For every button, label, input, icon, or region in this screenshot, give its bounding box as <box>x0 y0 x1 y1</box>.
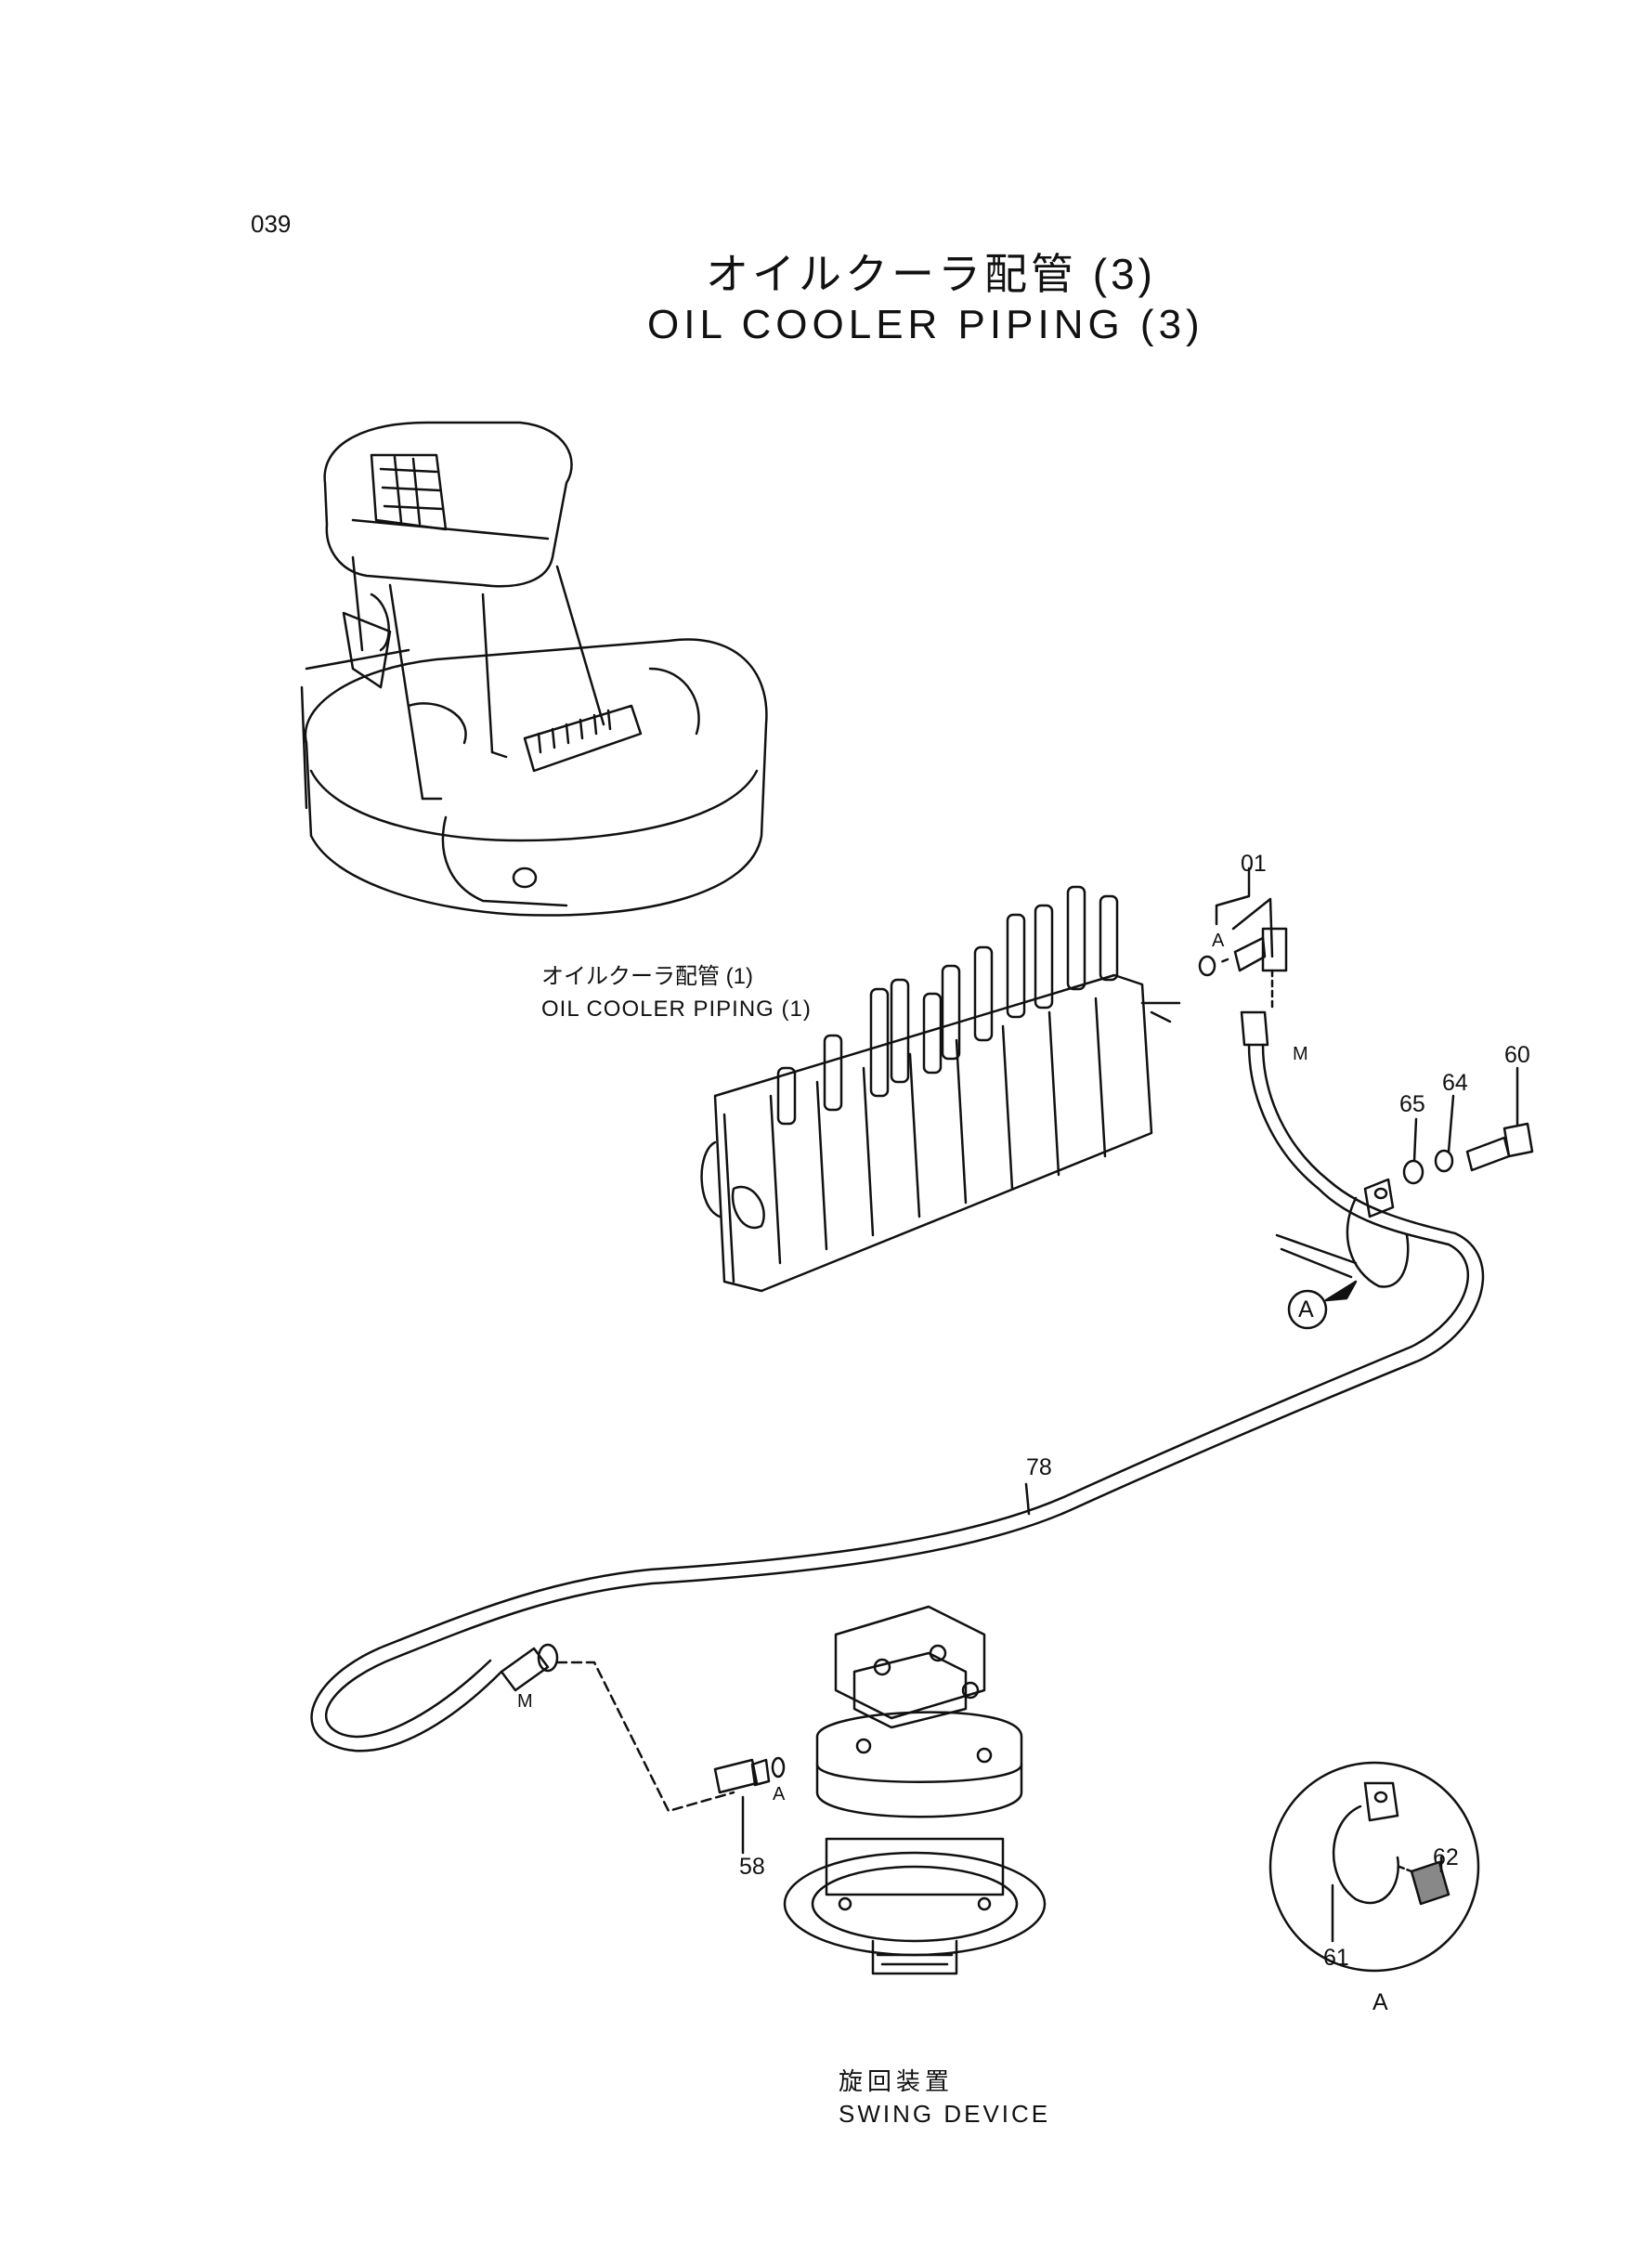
elbow-fitting-01-drawing <box>1198 897 1288 1047</box>
callout-part-78: 78 <box>1026 1454 1052 1480</box>
callout-part-65: 65 <box>1399 1091 1425 1117</box>
ref-oil-cooler-piping-1-en: OIL COOLER PIPING (1) <box>541 997 812 1022</box>
marker-m-bottom: M <box>517 1691 533 1712</box>
detail-view-label: A <box>1372 1989 1388 2015</box>
swing-device-label-ja: 旋回装置 <box>839 2067 955 2095</box>
swing-device-drawing <box>783 1605 1047 1975</box>
marker-m-top: M <box>1293 1044 1308 1064</box>
callout-part-58: 58 <box>739 1854 765 1880</box>
detail-view-a-drawing <box>1268 1761 1480 1973</box>
swing-device-label-en: SWING DEVICE <box>839 2100 1051 2128</box>
page-number: 039 <box>251 210 292 238</box>
view-label-a-bottom: A <box>773 1784 786 1804</box>
callout-part-01: 01 <box>1241 851 1267 877</box>
detail-marker-circle <box>1287 1280 1358 1330</box>
hose-78-drawing <box>310 1043 1485 1752</box>
ref-oil-cooler-piping-1-ja: オイルクーラ配管 (1) <box>541 964 753 989</box>
control-valve-assembly-drawing <box>700 885 1181 1293</box>
detail-marker-circle-label: A <box>1298 1296 1314 1322</box>
page-title-japanese: オイルクーラ配管 (3) <box>706 250 1156 298</box>
excavator-upper-structure-drawing <box>300 421 768 917</box>
callout-part-64: 64 <box>1442 1070 1468 1096</box>
adapter-58-drawing <box>500 1643 786 1855</box>
page-title-english: OIL COOLER PIPING (3) <box>647 302 1204 347</box>
view-label-a-top: A <box>1212 931 1225 951</box>
callout-part-60: 60 <box>1504 1042 1530 1068</box>
hose-clamp-drawing <box>1215 866 1534 1288</box>
